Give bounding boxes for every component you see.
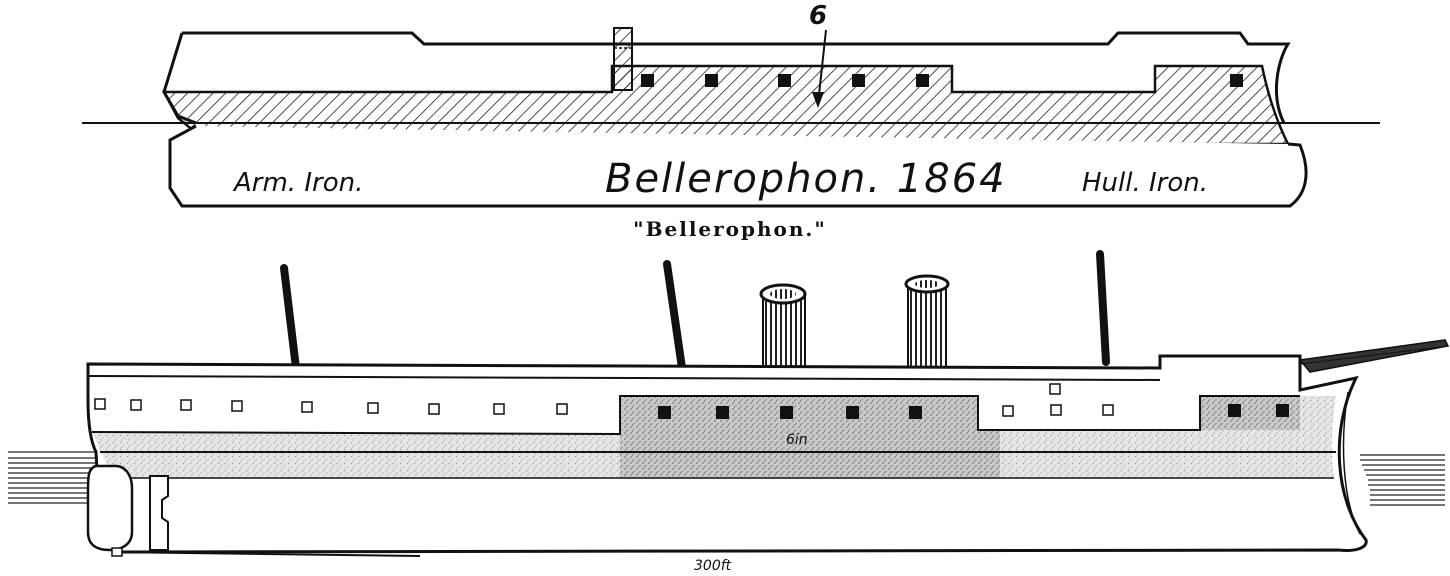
open-port [130, 399, 142, 411]
length-label: 300ft [694, 558, 732, 574]
plan-gunport [641, 74, 654, 87]
open-port [180, 399, 192, 411]
stern-post [149, 475, 169, 551]
ship-profile: 6in 300ft [8, 250, 1450, 574]
gunport [1228, 404, 1241, 417]
plan-upper-hull-outline [182, 31, 1291, 124]
water-lines-left [8, 451, 100, 504]
open-port [1050, 404, 1062, 416]
belt-thickness-label: 6in [786, 432, 808, 448]
plan-gunport [705, 74, 718, 87]
bow-battery [1200, 396, 1300, 430]
mast-main [663, 260, 686, 372]
funnel-fore [904, 274, 950, 369]
open-port [301, 401, 313, 413]
open-port [94, 398, 106, 410]
plan-gunport [916, 74, 929, 87]
open-port [1102, 404, 1114, 416]
armour-plan-diagram: 6 Arm. Iron. Bellerophon. 1864 Hull. Iro… [82, 1, 1380, 208]
gunport [716, 406, 729, 419]
ship-caption: "Bellerophon." [633, 217, 827, 241]
callout-arrow [817, 29, 827, 105]
open-port [428, 403, 440, 415]
open-port [1002, 405, 1014, 417]
plan-lower-hull [168, 124, 1308, 208]
gunport [846, 406, 859, 419]
open-port [231, 400, 243, 412]
bowsprit [1298, 339, 1450, 373]
plan-gunport [852, 74, 865, 87]
mast-aft [280, 264, 300, 372]
gunport [780, 406, 793, 419]
rudder [86, 464, 134, 552]
armour-iron-label: Arm. Iron. [232, 168, 363, 198]
water-lines-right [1360, 454, 1445, 506]
ship-title: Bellerophon. 1864 [605, 156, 1007, 202]
mast-fore [1096, 250, 1110, 366]
hull-iron-label: Hull. Iron. [1082, 168, 1208, 198]
armour-belt-hatched [161, 64, 1291, 146]
open-port [367, 402, 379, 414]
plan-gunport [1230, 74, 1243, 87]
open-port [493, 403, 505, 415]
callout-number: 6 [809, 1, 827, 31]
gunport [909, 406, 922, 419]
open-port [556, 403, 568, 415]
gunports [658, 404, 1289, 419]
central-battery [620, 396, 1000, 478]
gunport [1276, 404, 1289, 417]
funnel-aft [759, 283, 807, 369]
open-ports [94, 383, 1114, 417]
plan-gunport [778, 74, 791, 87]
gunport [658, 406, 671, 419]
open-port [1049, 383, 1061, 395]
bulkhead-marker [613, 27, 633, 91]
